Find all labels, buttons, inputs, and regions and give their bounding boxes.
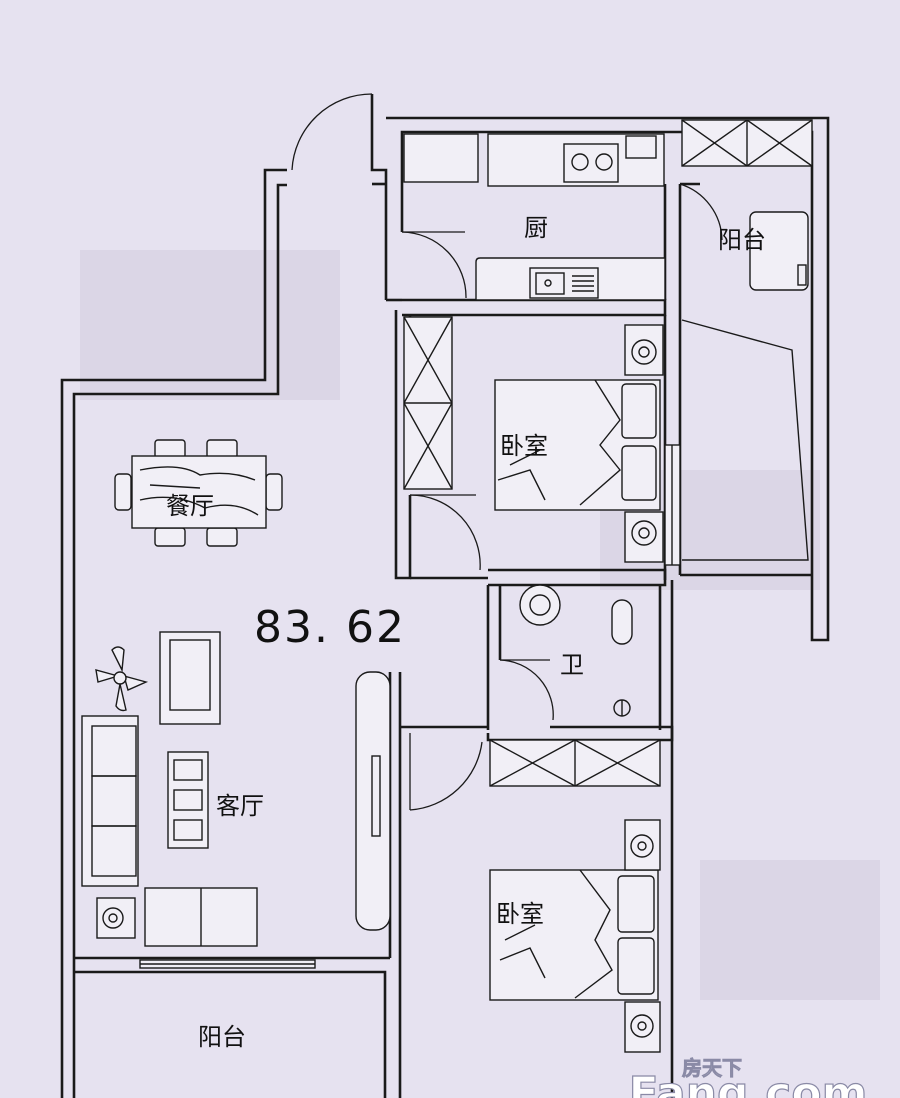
- label-bedroom-2: 卧室: [496, 900, 544, 928]
- label-balcony-bottom: 阳台: [198, 1023, 246, 1051]
- watermark: 房天下 Fang.com: [628, 1056, 868, 1098]
- bedroom-1-furniture: [403, 316, 681, 566]
- room-labels: 厨 阳台 卧室 餐厅 83. 62 卫 客厅 卧室 阳台: [166, 214, 766, 1051]
- area-value: 83. 62: [254, 602, 406, 653]
- kitchen-fixtures: [403, 133, 666, 301]
- bathroom-fixtures: [519, 584, 633, 717]
- bedroom-2-furniture: [489, 739, 661, 1053]
- balcony-top-fixtures: [681, 119, 813, 561]
- watermark-cn: 房天下: [682, 1056, 742, 1080]
- label-bedroom-1: 卧室: [500, 432, 548, 460]
- dining-furniture: [114, 439, 283, 547]
- label-bathroom: 卫: [560, 651, 584, 679]
- living-furniture: [81, 631, 258, 947]
- watermark-en: Fang.com: [629, 1068, 868, 1098]
- label-dining: 餐厅: [166, 492, 214, 520]
- label-living: 客厅: [216, 792, 264, 820]
- label-balcony-top: 阳台: [718, 226, 766, 254]
- label-kitchen: 厨: [524, 214, 548, 242]
- doors: [291, 93, 723, 931]
- balcony-sliding-door: [139, 959, 316, 969]
